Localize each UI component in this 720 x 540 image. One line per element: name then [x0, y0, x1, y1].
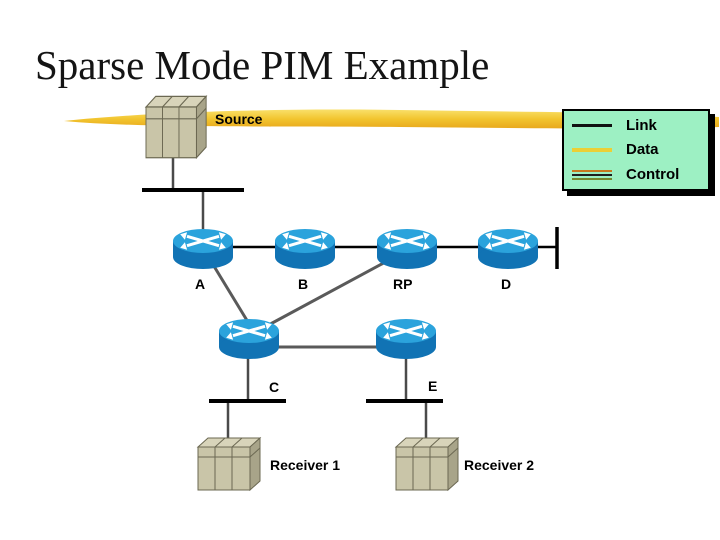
router-d-label: D [501, 276, 512, 292]
legend-label-link: Link [626, 116, 657, 134]
router-a-label: A [195, 276, 206, 292]
router-e-label: E [428, 378, 438, 394]
receiver1-label: Receiver 1 [270, 457, 341, 473]
router-e-icon [374, 317, 438, 361]
link-a-c [207, 257, 253, 328]
router-rp-icon [375, 227, 439, 271]
link-line-icon [572, 123, 612, 127]
data-flow-stripe [64, 109, 719, 129]
router-c-label: C [269, 379, 280, 395]
receiver2-label: Receiver 2 [464, 457, 535, 473]
receiver1-host-icon [197, 437, 261, 491]
router-c-icon [217, 317, 281, 361]
stem-links [171, 158, 428, 440]
router-a-icon [171, 227, 235, 271]
router-rp-label: RP [393, 276, 413, 292]
lan-segments [142, 188, 443, 403]
legend-row-control: Control [572, 164, 708, 186]
legend-row-link: Link [572, 114, 708, 136]
legend-row-data: Data [572, 139, 708, 161]
router-d-icon [476, 227, 540, 271]
control-lines-icon [572, 169, 612, 181]
data-line-icon [572, 147, 612, 152]
receiver2-host-icon [395, 437, 459, 491]
legend-label-data: Data [626, 141, 659, 159]
router-b-label: B [298, 276, 309, 292]
source-host-icon [145, 95, 207, 159]
source-label: Source [215, 111, 263, 127]
link-rp-c [262, 257, 392, 330]
slide-title: Sparse Mode PIM Example [35, 42, 490, 88]
router-b-icon [273, 227, 337, 271]
legend-label-control: Control [626, 166, 680, 184]
legend: Link Data Control [562, 109, 710, 191]
